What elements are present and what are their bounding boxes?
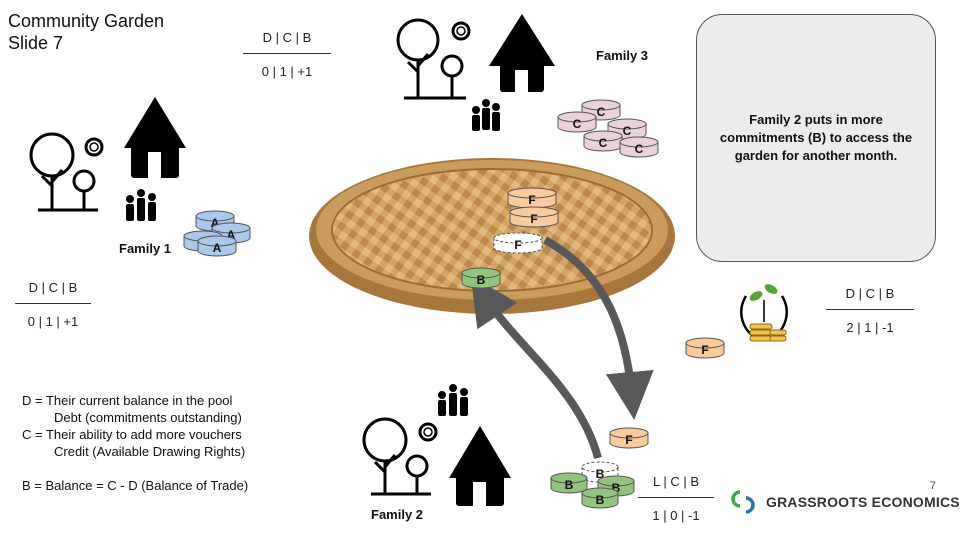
family3-token: C [557, 111, 597, 133]
family1-token: A [197, 235, 237, 257]
formula-top: D | C | B 0 | 1 | +1 [243, 30, 331, 79]
family2-tree-icon [362, 417, 431, 496]
slide-number: 7 [929, 480, 936, 492]
token-coins: AAAACCCCCFFFBFFBBBB [183, 99, 725, 509]
family3-tree-icon [396, 18, 466, 100]
family2-received-token: F [609, 427, 649, 449]
formula-garden-header: D | C | B [845, 286, 895, 301]
token-label: A [227, 228, 236, 242]
token-label: C [573, 117, 582, 131]
formula-family2-header: L | C | B [652, 474, 699, 489]
brand-link-icon [731, 490, 755, 514]
token-label: C [623, 124, 632, 138]
flow-arrow-family2-to-pool [470, 276, 602, 460]
family3-hut-icon [489, 14, 555, 92]
pool-family2-token: B [461, 267, 501, 289]
token-label: B [596, 493, 605, 507]
token-label: F [528, 193, 535, 207]
formula-family1: D | C | B 0 | 1 | +1 [15, 280, 91, 329]
pool-token: F [509, 206, 559, 228]
family1-sun-icon [84, 137, 104, 157]
formula-top-values: 0 | 1 | +1 [261, 64, 313, 79]
token-label: B [477, 273, 486, 287]
formula-family2: L | C | B 1 | 0 | -1 [638, 474, 714, 523]
legend-d-line: D = Their current balance in the pool [22, 393, 233, 408]
token-label: C [597, 105, 606, 119]
formula-family2-divider [638, 497, 714, 498]
family1-tree-icon [29, 132, 98, 212]
legend-b-line: B = Balance = C - D (Balance of Trade) [22, 478, 249, 493]
family2-hut-icon [449, 426, 511, 506]
brand-logo: GRASSROOTS ECONOMICS [728, 487, 960, 517]
token-label: C [635, 142, 644, 156]
token-label: F [530, 212, 537, 226]
token-label: F [625, 433, 632, 447]
token-label: A [213, 241, 222, 255]
token-label: C [599, 136, 608, 150]
flow-arrow-pool-to-family2 [543, 236, 654, 420]
callout-box: Family 2 puts in more commitments (B) to… [696, 14, 936, 262]
brand-name: GRASSROOTS ECONOMICS [766, 494, 960, 510]
family1-hut-icon [124, 97, 186, 178]
formula-top-header: D | C | B [262, 30, 312, 45]
formula-family1-header: D | C | B [28, 280, 78, 295]
family3-token: C [607, 118, 647, 140]
token-label: B [565, 478, 574, 492]
slide-title-line2: Slide 7 [8, 33, 64, 53]
family3-token: C [583, 130, 623, 152]
token-label: F [514, 238, 521, 252]
family3-people-icon [472, 99, 500, 131]
garden-token: F [685, 337, 725, 359]
token-label: B [612, 481, 621, 495]
family1-label: Family 1 [119, 241, 172, 256]
token-label: B [596, 467, 605, 481]
formula-garden-values: 2 | 1 | -1 [846, 320, 894, 335]
callout-text: Family 2 puts in more commitments (B) to… [719, 112, 913, 163]
formula-top-divider [243, 53, 331, 54]
family2-sun-icon [418, 422, 438, 442]
family3-sun-icon [451, 21, 471, 41]
legend-c-line: C = Their ability to add more vouchers [22, 427, 242, 442]
formula-garden: D | C | B 2 | 1 | -1 [826, 286, 914, 335]
legend: D = Their current balance in the pool De… [22, 392, 248, 494]
family1-people-icon [126, 189, 156, 221]
pool-token-ghost: F [493, 232, 543, 254]
formula-family2-values: 1 | 0 | -1 [652, 508, 700, 523]
family3-label: Family 3 [596, 48, 649, 63]
garden-sprout-icon [740, 284, 788, 342]
family2-token: B [581, 487, 619, 509]
token-label: A [211, 216, 220, 230]
token-label: F [701, 343, 708, 357]
pool-token: F [507, 187, 557, 209]
slide-title: Community Garden Slide 7 [8, 10, 164, 54]
family2-people-icon [438, 384, 468, 416]
formula-family1-divider [15, 303, 91, 304]
formula-family1-values: 0 | 1 | +1 [27, 314, 79, 329]
family2-label: Family 2 [371, 507, 424, 522]
formula-garden-divider [826, 309, 914, 310]
family2-token: B [550, 472, 588, 494]
basket-pool [309, 158, 675, 314]
legend-c-sub: Credit (Available Drawing Rights) [54, 444, 246, 459]
slide-title-line1: Community Garden [8, 11, 165, 31]
legend-d-sub: Debt (commitments outstanding) [54, 410, 242, 425]
family3-token: C [619, 136, 659, 158]
